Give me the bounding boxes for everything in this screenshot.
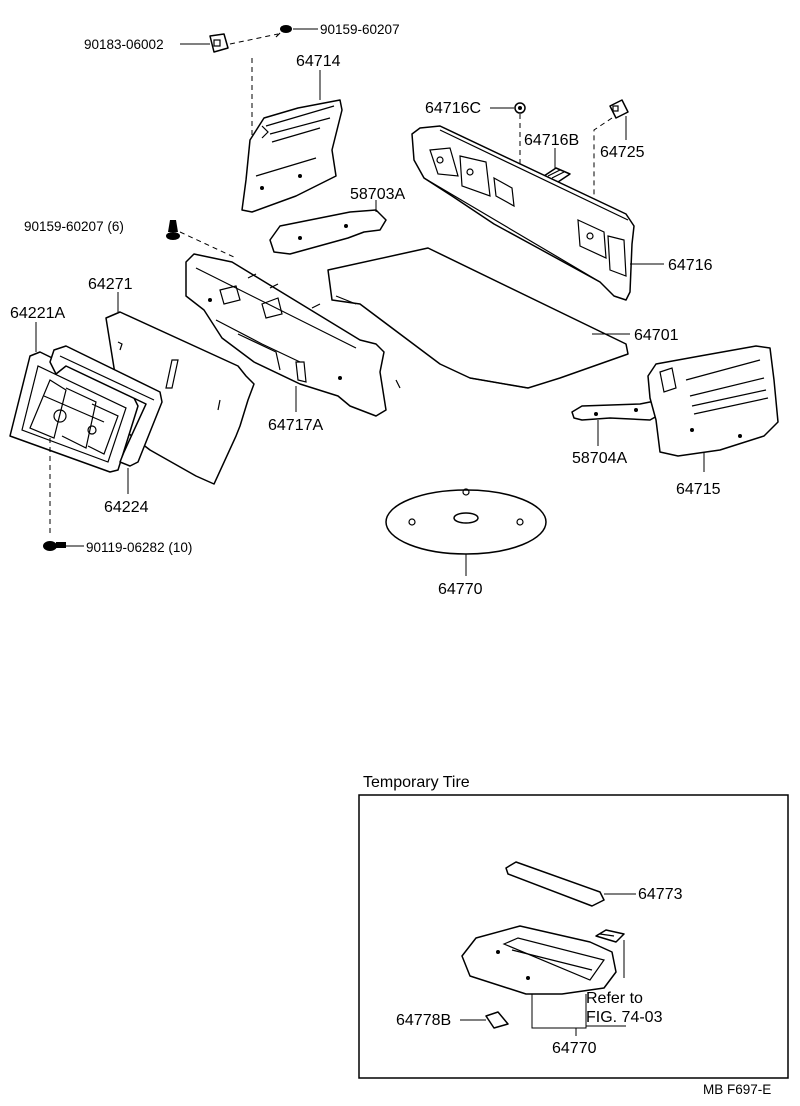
inset-part-64770-tray xyxy=(461,925,617,995)
refer-line-1: Refer to xyxy=(586,990,643,1007)
dashed-line xyxy=(229,33,279,45)
label-64716C: 64716C xyxy=(425,100,481,117)
label-58703A: 58703A xyxy=(350,186,405,203)
label-64714: 64714 xyxy=(296,53,341,70)
part-64716C-grommet xyxy=(514,102,526,114)
label-64224: 64224 xyxy=(104,499,149,516)
label-64773: 64773 xyxy=(638,886,683,903)
label-90159-60207-x6: 90159-60207 (6) xyxy=(24,219,124,234)
part-64717A-package-tray xyxy=(185,253,401,417)
part-64716-rear-panel xyxy=(411,125,635,301)
label-64271: 64271 xyxy=(88,276,133,293)
clip-90183-06002 xyxy=(209,33,229,53)
inset-part-pad xyxy=(595,929,625,943)
part-64715-side-trim xyxy=(647,345,779,457)
part-64224-gasket xyxy=(49,345,163,467)
label-64770-main: 64770 xyxy=(438,581,483,598)
part-64770-spare-cover xyxy=(385,488,547,555)
part-64701-trunk-mat xyxy=(327,247,629,389)
part-58704A-bracket xyxy=(571,399,665,421)
label-90119-06282: 90119-06282 (10) xyxy=(86,540,192,555)
label-90159-60207-top: 90159-60207 xyxy=(320,22,400,37)
label-64717A: 64717A xyxy=(268,417,323,434)
inset-part-64778B xyxy=(485,1011,509,1029)
inset-part-64773 xyxy=(505,861,605,907)
label-64716B: 64716B xyxy=(524,132,579,149)
label-64770-inset: 64770 xyxy=(552,1040,597,1057)
part-64714-side-trim xyxy=(241,99,343,213)
screw-90159-60207-x6 xyxy=(166,220,180,240)
label-64778B: 64778B xyxy=(396,1012,451,1029)
part-64221A-frame xyxy=(9,351,139,473)
drawing-id: MB F697-E xyxy=(703,1082,771,1097)
dashed-line xyxy=(593,117,613,210)
bolt-90119-06282 xyxy=(43,541,66,551)
label-64725: 64725 xyxy=(600,144,645,161)
part-58703A-bracket xyxy=(269,209,387,255)
label-64701: 64701 xyxy=(634,327,679,344)
inset-title: Temporary Tire xyxy=(363,774,470,791)
refer-line-2: FIG. 74-03 xyxy=(586,1009,663,1026)
leader-64770-inset-bracket xyxy=(531,994,587,1029)
label-64221A: 64221A xyxy=(10,305,65,322)
label-58704A: 58704A xyxy=(572,450,627,467)
label-90183-06002: 90183-06002 xyxy=(84,37,164,52)
part-64725-clip xyxy=(609,99,629,119)
screw-90159-60207-top xyxy=(275,25,292,38)
dashed-line xyxy=(179,231,237,259)
label-64716: 64716 xyxy=(668,257,713,274)
label-64715: 64715 xyxy=(676,481,721,498)
inset-frame xyxy=(358,794,789,1079)
